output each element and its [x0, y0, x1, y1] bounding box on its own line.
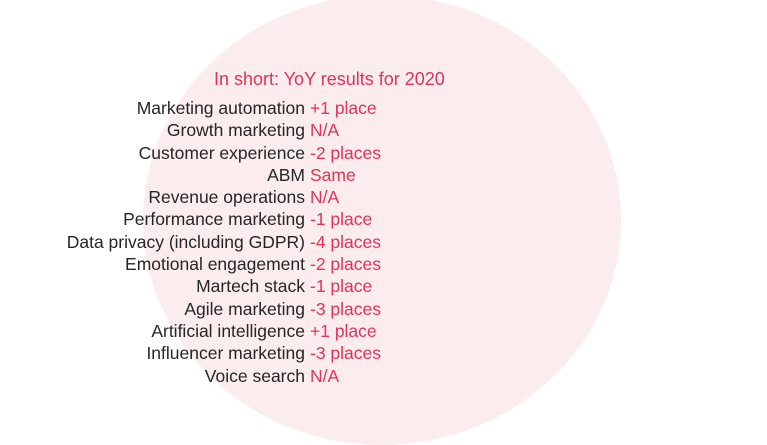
rank-change: -3 places — [310, 343, 382, 364]
result-row: Data privacy (including GDPR) -4 places — [67, 231, 621, 253]
result-row: Performance marketing -1 place — [123, 208, 621, 230]
topic-label: Martech stack — [196, 276, 305, 297]
topic-label: Artificial intelligence — [151, 320, 305, 341]
result-row: Customer experience -2 places — [139, 142, 621, 164]
infographic-title: In short: YoY results for 2020 — [214, 69, 445, 89]
result-row: Emotional engagement -2 places — [125, 253, 621, 275]
result-row: Marketing automation +1 place — [137, 97, 621, 119]
topic-label: Voice search — [204, 365, 305, 386]
topic-label: Agile marketing — [184, 298, 305, 319]
rank-change: -1 place — [310, 209, 373, 230]
rank-change: +1 place — [310, 98, 377, 118]
results-list: Marketing automation +1 place Growth mar… — [67, 97, 621, 387]
result-row: Influencer marketing -3 places — [143, 342, 621, 364]
result-row: Voice search N/A — [143, 365, 621, 387]
rank-change: -1 place — [310, 276, 373, 297]
result-row: Growth marketing N/A — [143, 119, 621, 141]
topic-label: Revenue operations — [148, 187, 305, 208]
topic-label: ABM — [267, 164, 305, 185]
rank-change: N/A — [310, 187, 340, 208]
topic-label: Customer experience — [138, 142, 305, 163]
rank-change: -4 places — [310, 231, 382, 252]
rank-change: -2 places — [310, 254, 382, 275]
result-row: Revenue operations N/A — [143, 186, 621, 208]
topic-label: Influencer marketing — [146, 343, 305, 364]
topic-label: Performance marketing — [123, 209, 305, 230]
topic-label: Growth marketing — [166, 120, 305, 141]
rank-change: -3 places — [310, 298, 382, 319]
rank-change: +1 place — [310, 320, 377, 341]
result-row: Artificial intelligence +1 place — [143, 320, 621, 342]
result-row: ABM Same — [143, 164, 621, 186]
rank-change: N/A — [310, 120, 340, 141]
rank-change: N/A — [310, 365, 340, 386]
result-row: Agile marketing -3 places — [143, 298, 621, 320]
topic-label: Emotional engagement — [125, 254, 305, 275]
background-circle — [143, 0, 621, 445]
topic-label: Marketing automation — [136, 98, 305, 118]
rank-change: Same — [310, 164, 356, 185]
rank-change: -2 places — [310, 142, 382, 163]
result-row: Martech stack -1 place — [143, 275, 621, 297]
topic-label: Data privacy (including GDPR) — [66, 231, 305, 252]
